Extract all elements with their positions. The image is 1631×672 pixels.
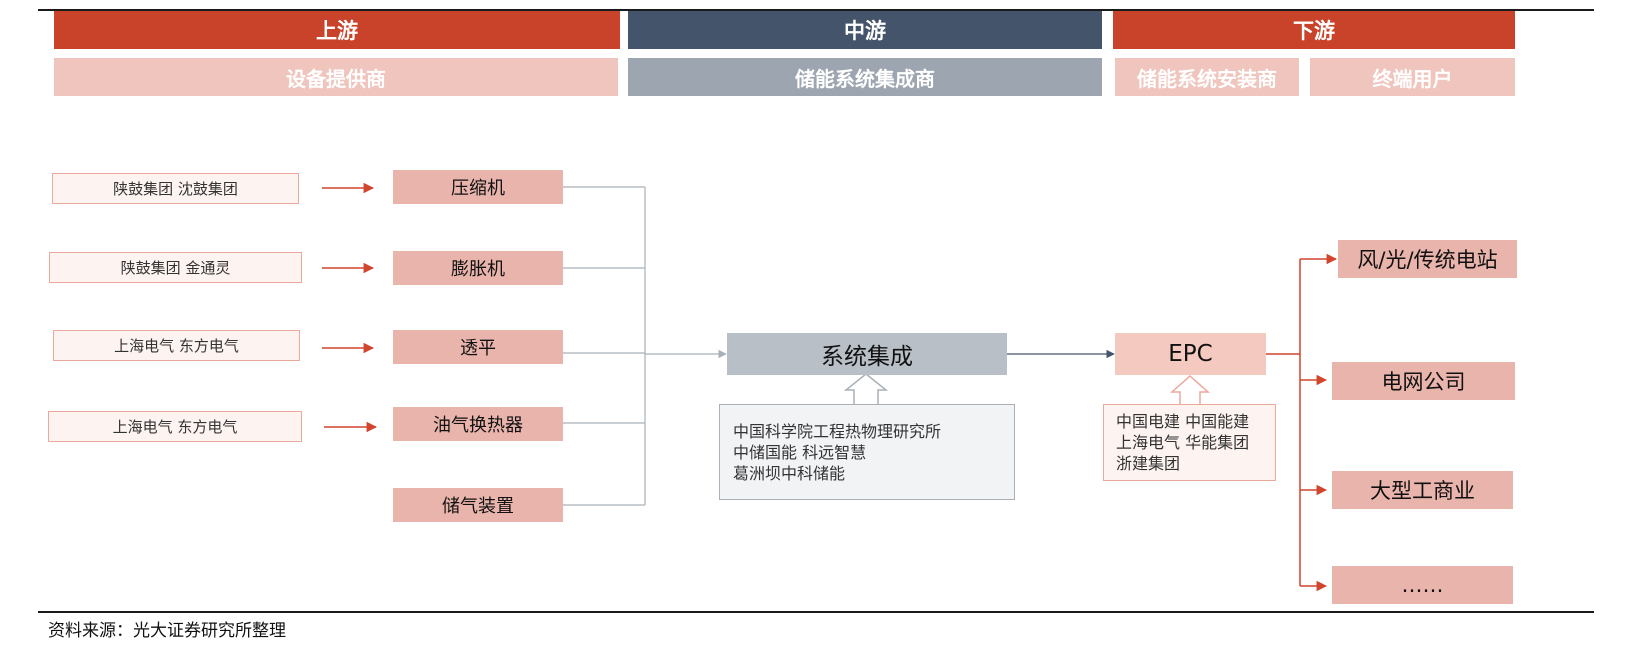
header-upstream: 上游 [54, 11, 620, 49]
subheader-system-installers: 储能系统安装商 [1115, 58, 1299, 96]
integration-company: 葛洲坝中科储能 [733, 463, 846, 483]
bottom-rule [38, 611, 1594, 613]
supplier-label: 陕鼓集团 沈鼓集团 [113, 180, 238, 198]
epc-node: EPC [1115, 333, 1266, 375]
header-midstream: 中游 [628, 11, 1102, 49]
hollow-arrow-integration [843, 373, 889, 404]
header-upstream-label: 上游 [316, 19, 358, 43]
supplier-box: 上海电气 东方电气 [53, 330, 300, 361]
integration-company: 中国科学院工程热物理研究所 [733, 421, 942, 441]
supplier-box: 上海电气 东方电气 [48, 411, 302, 442]
component-label: 油气换热器 [433, 415, 523, 436]
component-gas-storage: 储气装置 [393, 488, 563, 522]
end-user-more: …… [1332, 566, 1513, 604]
component-expander: 膨胀机 [393, 251, 563, 285]
subheader-system-integrators: 储能系统集成商 [628, 58, 1102, 96]
component-label: 透平 [460, 338, 496, 359]
header-downstream: 下游 [1113, 11, 1515, 49]
top-rule [38, 9, 1594, 11]
source-label: 资料来源：光大证券研究所整理 [48, 621, 286, 641]
component-compressor: 压缩机 [393, 170, 563, 204]
integration-companies-box: 中国科学院工程热物理研究所 中储国能 科远智慧 葛洲坝中科储能 [719, 404, 1015, 500]
header-midstream-label: 中游 [844, 19, 886, 43]
header-downstream-label: 下游 [1293, 19, 1335, 43]
component-bracket [563, 186, 646, 506]
component-turbine: 透平 [393, 330, 563, 364]
epc-companies-box: 中国电建 中国能建 上海电气 华能集团 浙建集团 [1103, 404, 1276, 481]
supplier-box: 陕鼓集团 金通灵 [49, 252, 302, 283]
subheader-equipment-suppliers-label: 设备提供商 [286, 66, 386, 91]
integration-company: 中储国能 科远智慧 [733, 442, 867, 462]
component-label: 膨胀机 [451, 259, 505, 280]
component-label: 储气装置 [442, 496, 514, 517]
supplier-label: 上海电气 东方电气 [112, 418, 238, 436]
epc-label: EPC [1168, 341, 1213, 367]
end-user-label: …… [1401, 573, 1444, 597]
end-user-label: 风/光/传统电站 [1357, 248, 1498, 272]
supplier-label: 陕鼓集团 金通灵 [120, 259, 231, 277]
end-user-large-business: 大型工商业 [1332, 471, 1513, 509]
epc-company: 中国电建 中国能建 [1116, 412, 1250, 431]
integration-label: 系统集成 [821, 344, 913, 370]
end-user-label: 大型工商业 [1370, 479, 1475, 503]
epc-company: 浙建集团 [1116, 454, 1181, 473]
subheader-end-users-label: 终端用户 [1372, 66, 1453, 91]
subheader-equipment-suppliers: 设备提供商 [54, 58, 618, 96]
component-heat-exchanger: 油气换热器 [393, 407, 563, 441]
epc-bracket [1266, 259, 1301, 586]
end-user-power-station: 风/光/传统电站 [1338, 240, 1517, 278]
integration-node: 系统集成 [727, 333, 1007, 375]
subheader-system-installers-label: 储能系统安装商 [1137, 66, 1277, 91]
subheader-end-users: 终端用户 [1310, 58, 1515, 96]
source-note: 资料来源：光大证券研究所整理 [48, 616, 286, 641]
supplier-label: 上海电气 东方电气 [114, 337, 239, 355]
component-label: 压缩机 [451, 178, 505, 199]
subheader-system-integrators-label: 储能系统集成商 [795, 66, 935, 91]
supplier-box: 陕鼓集团 沈鼓集团 [52, 173, 299, 204]
end-user-label: 电网公司 [1381, 370, 1466, 394]
end-user-grid-company: 电网公司 [1332, 362, 1515, 400]
hollow-arrow-epc [1170, 374, 1210, 404]
epc-company: 上海电气 华能集团 [1116, 433, 1250, 452]
